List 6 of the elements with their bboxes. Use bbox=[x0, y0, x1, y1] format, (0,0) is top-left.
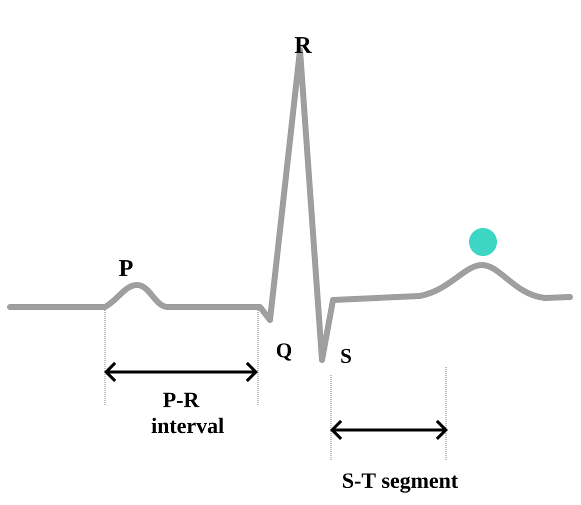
wave-label: Q bbox=[276, 343, 292, 361]
wave-label: S bbox=[341, 348, 351, 364]
wave-label: R bbox=[294, 37, 312, 53]
interval-label: P-R interval bbox=[152, 392, 224, 434]
wave-label: P bbox=[119, 260, 133, 276]
segment-label: S-T segment bbox=[343, 473, 458, 493]
